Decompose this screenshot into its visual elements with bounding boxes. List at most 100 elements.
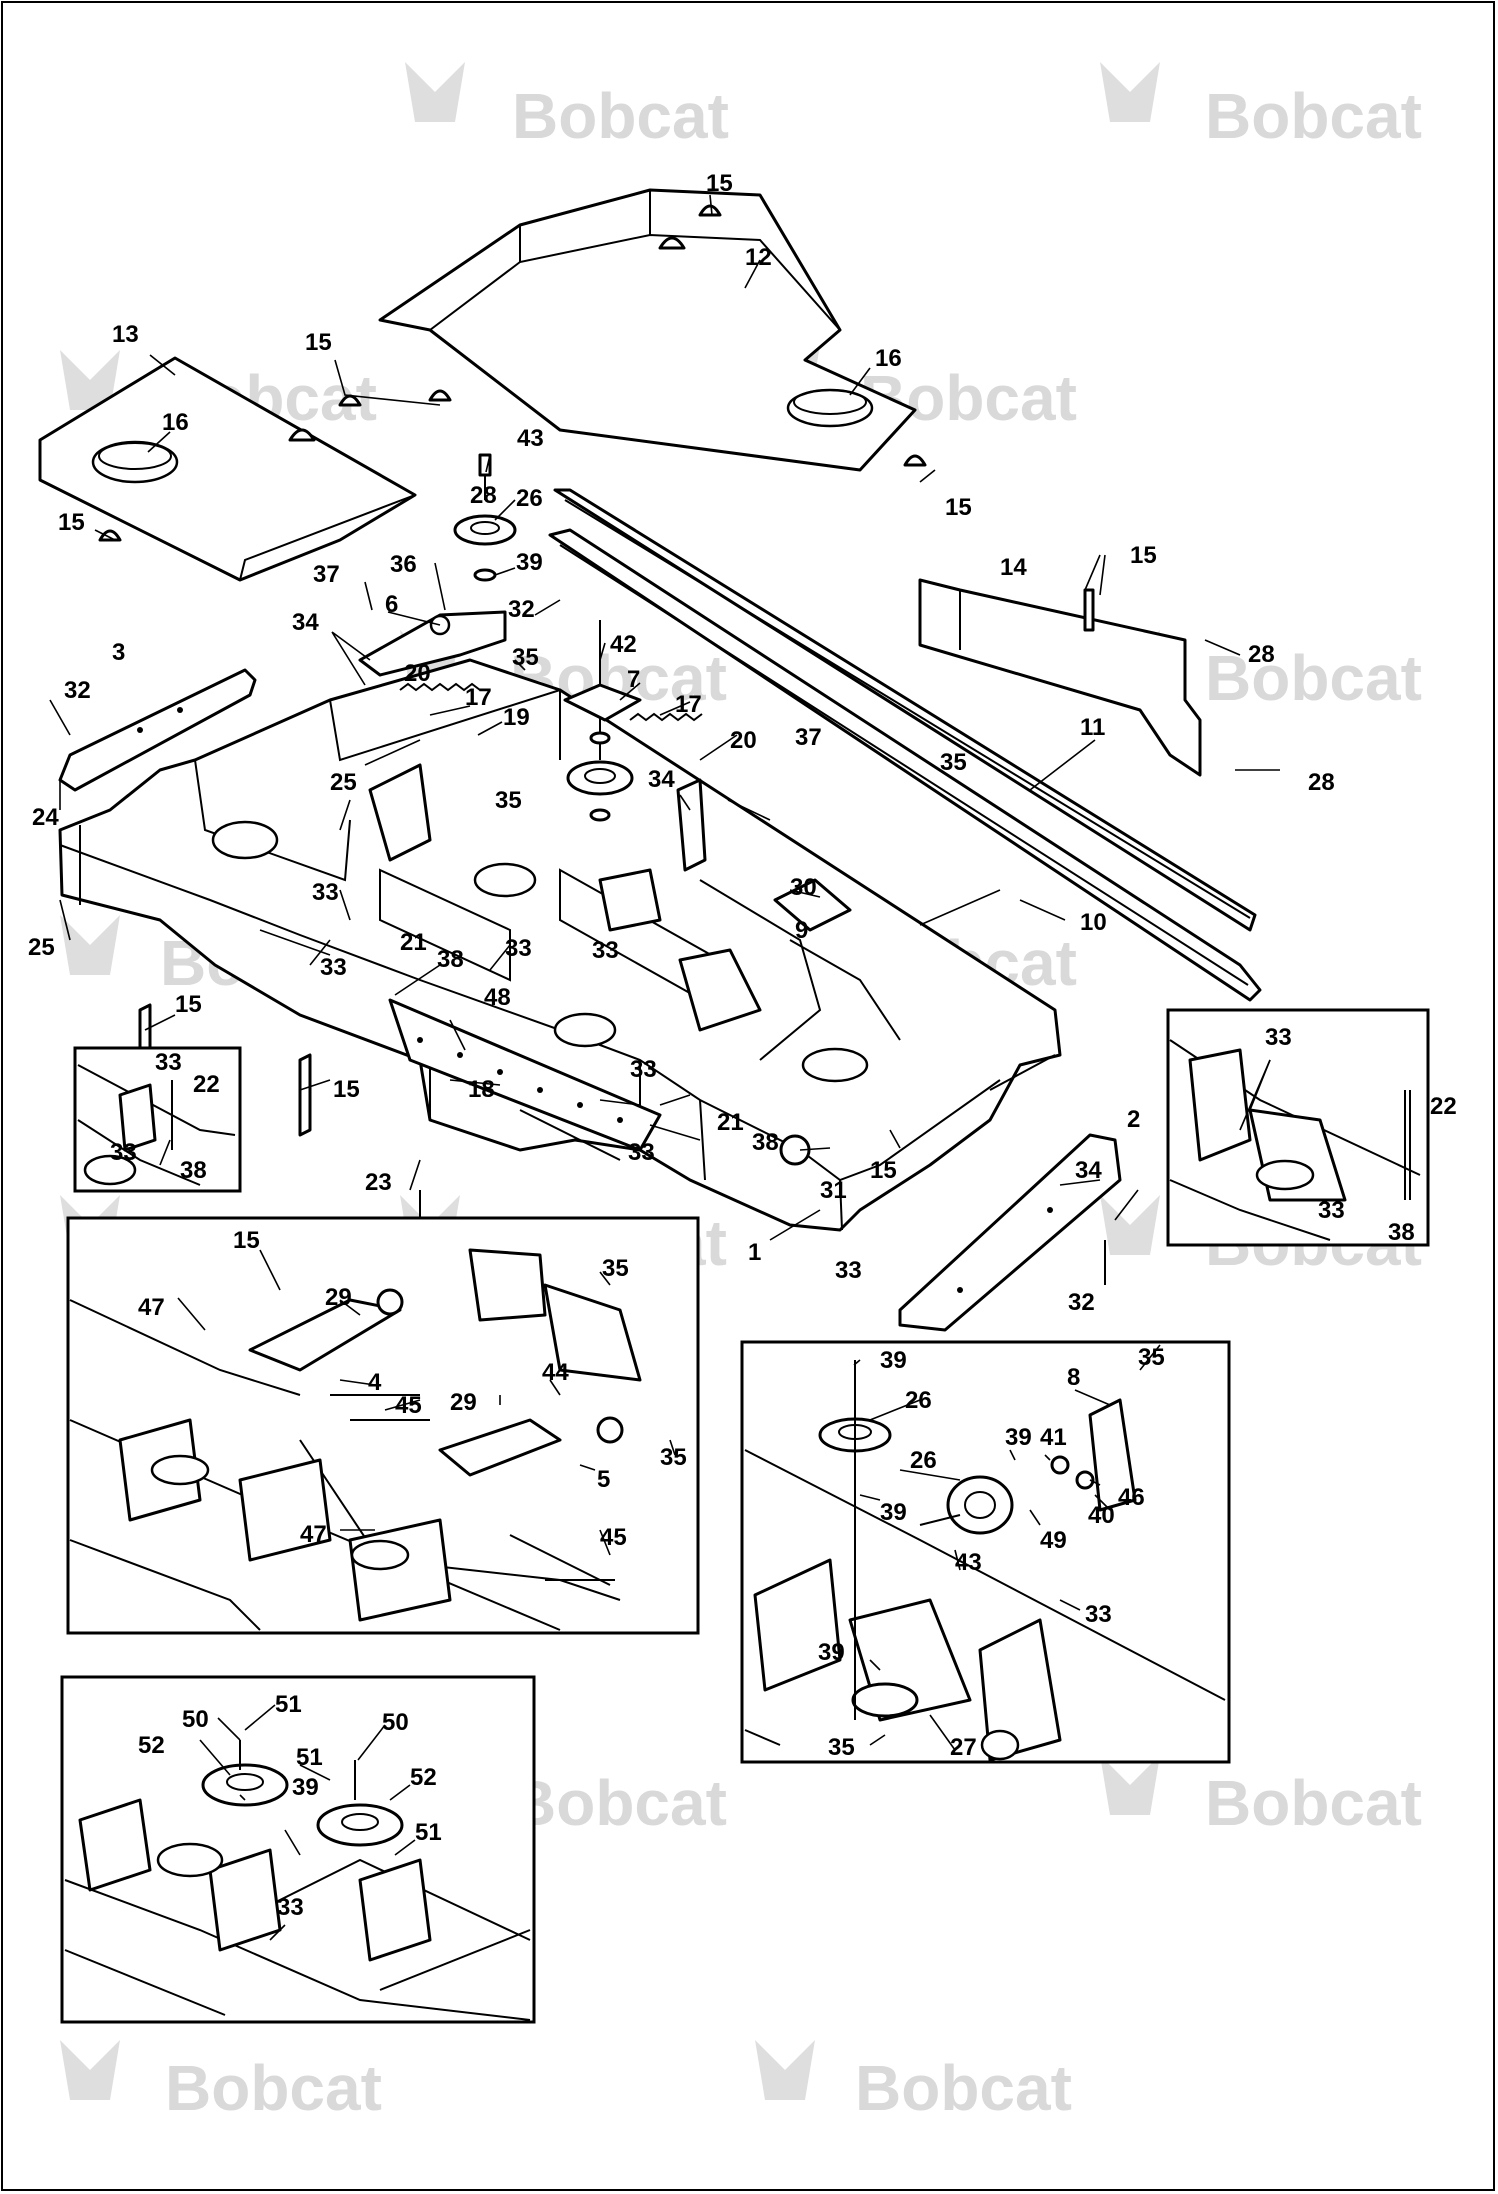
- callout-33: 33: [277, 1894, 304, 1921]
- callout-28: 28: [470, 482, 497, 509]
- callout-10: 10: [1080, 909, 1107, 936]
- callout-19: 19: [503, 704, 530, 731]
- callout-39: 39: [880, 1499, 907, 1526]
- callout-33: 33: [630, 1056, 657, 1083]
- callout-9: 9: [795, 917, 808, 944]
- callout-41: 41: [1040, 1424, 1067, 1451]
- callout-28: 28: [1308, 769, 1335, 796]
- svg-text:Bobcat: Bobcat: [855, 2052, 1072, 2124]
- callout-15: 15: [305, 329, 332, 356]
- callout-38: 38: [437, 946, 464, 973]
- svg-text:Bobcat: Bobcat: [510, 1767, 727, 1839]
- callout-17: 17: [675, 691, 702, 718]
- callout-39: 39: [1005, 1424, 1032, 1451]
- pulley-26-stack: [453, 453, 517, 582]
- callout-20: 20: [404, 660, 431, 687]
- callout-33: 33: [835, 1257, 862, 1284]
- callout-22: 22: [193, 1071, 220, 1098]
- callout-26: 26: [516, 485, 543, 512]
- callout-35: 35: [940, 749, 967, 776]
- callout-29: 29: [450, 1389, 477, 1416]
- callout-8: 8: [1067, 1364, 1080, 1391]
- callout-33: 33: [592, 937, 619, 964]
- callout-45: 45: [600, 1524, 627, 1551]
- callout-26: 26: [910, 1447, 937, 1474]
- callout-20: 20: [730, 727, 757, 754]
- callout-31: 31: [820, 1177, 847, 1204]
- callout-18: 18: [468, 1076, 495, 1103]
- inset-b: [1166, 1008, 1430, 1247]
- callout-16: 16: [162, 409, 189, 436]
- callout-52: 52: [138, 1732, 165, 1759]
- callout-6: 6: [385, 591, 398, 618]
- watermark-13: Bobcat: [1100, 1755, 1422, 1839]
- callout-40: 40: [1088, 1502, 1115, 1529]
- part-3-brace: [58, 668, 257, 792]
- part-18-front-rail: [388, 998, 662, 1152]
- part-13-deck-cover: [38, 356, 417, 582]
- callout-50: 50: [182, 1706, 209, 1733]
- callout-14: 14: [1000, 554, 1027, 581]
- callout-33: 33: [505, 935, 532, 962]
- callout-35: 35: [660, 1444, 687, 1471]
- leader-lines: [49, 194, 1280, 1941]
- callout-34: 34: [648, 766, 675, 793]
- callout-25: 25: [330, 769, 357, 796]
- callout-50: 50: [382, 1709, 409, 1736]
- callout-13: 13: [112, 321, 139, 348]
- callout-30: 30: [790, 874, 817, 901]
- callout-39: 39: [292, 1774, 319, 1801]
- callout-51: 51: [415, 1819, 442, 1846]
- callout-21: 21: [400, 929, 427, 956]
- inset-a: [73, 1046, 242, 1193]
- watermark-1: Bobcat: [405, 62, 729, 152]
- callout-15: 15: [233, 1227, 260, 1254]
- callout-15: 15: [333, 1076, 360, 1103]
- callout-35: 35: [828, 1734, 855, 1761]
- callout-25: 25: [28, 934, 55, 961]
- part-14-shield: [918, 578, 1202, 777]
- watermark-2: Bobcat: [1100, 62, 1422, 152]
- callout-21: 21: [717, 1109, 744, 1136]
- callout-35: 35: [1138, 1344, 1165, 1371]
- callout-labels: 15 12 16 15 13 16 15 15 43 26 39 36 37 6…: [28, 170, 1457, 1921]
- callout-34: 34: [292, 609, 319, 636]
- callout-39: 39: [880, 1347, 907, 1374]
- callout-26: 26: [905, 1387, 932, 1414]
- callout-22: 22: [1430, 1093, 1457, 1120]
- callout-49: 49: [1040, 1527, 1067, 1554]
- inset-c: [66, 1216, 700, 1635]
- svg-text:Bobcat: Bobcat: [1205, 80, 1422, 152]
- part-12-belt-cover: [378, 188, 917, 472]
- svg-text:Bobcat: Bobcat: [1205, 1767, 1422, 1839]
- callout-4: 4: [368, 1369, 382, 1396]
- callout-15: 15: [870, 1157, 897, 1184]
- callout-11: 11: [1080, 714, 1105, 741]
- callout-33: 33: [628, 1139, 655, 1166]
- callout-32: 32: [508, 596, 535, 623]
- callout-1: 1: [748, 1239, 761, 1266]
- callout-37: 37: [795, 724, 822, 751]
- callout-29: 29: [325, 1284, 352, 1311]
- callout-51: 51: [296, 1744, 323, 1771]
- callout-33: 33: [312, 879, 339, 906]
- callout-33: 33: [1085, 1601, 1112, 1628]
- inset-d: [740, 1340, 1231, 1764]
- callout-52: 52: [410, 1764, 437, 1791]
- callout-23: 23: [365, 1169, 392, 1196]
- callout-47: 47: [138, 1294, 165, 1321]
- callout-34: 34: [1075, 1157, 1102, 1184]
- callout-39: 39: [516, 549, 543, 576]
- callout-33: 33: [110, 1139, 137, 1166]
- callout-2: 2: [1127, 1106, 1140, 1133]
- inset-e: [60, 1675, 536, 2024]
- callout-33: 33: [1265, 1024, 1292, 1051]
- callout-16: 16: [875, 345, 902, 372]
- svg-text:Bobcat: Bobcat: [165, 2052, 382, 2124]
- callout-15: 15: [706, 170, 733, 197]
- callout-33: 33: [320, 954, 347, 981]
- callout-43: 43: [517, 425, 544, 452]
- callout-45: 45: [395, 1392, 422, 1419]
- callout-15: 15: [1130, 542, 1157, 569]
